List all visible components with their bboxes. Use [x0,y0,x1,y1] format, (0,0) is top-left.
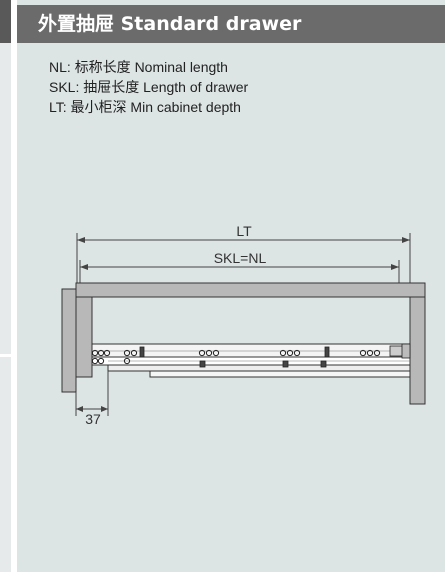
skl-label: SKL=NL [214,250,267,266]
legend-abbr: LT [49,99,63,115]
left-edge-bar [0,0,11,572]
lt-label: LT [236,223,252,239]
legend-sep: : [62,99,67,115]
legend-text: 抽屉长度 Length of drawer [83,79,249,95]
offset-dimension: 37 [75,371,109,427]
mounting-holes [91,349,381,365]
cabinet-top-panel [75,282,426,298]
legend-item-lt: LT: 最小柜深 Min cabinet depth [49,97,248,117]
legend-sep: : [66,59,71,75]
skl-dimension: SKL=NL [79,250,400,296]
left-edge-bar-mark [0,354,11,357]
page-title: 外置抽屉 Standard drawer [17,5,445,43]
legend-item-nl: NL: 标称长度 Nominal length [49,57,248,77]
offset-label: 37 [85,411,101,427]
legend-text: 最小柜深 Min cabinet depth [70,99,241,115]
drawer-slide [91,343,411,378]
legend-abbr: SKL [49,79,76,95]
cabinet-back-panel [409,296,426,405]
cabinet-front-post [61,288,77,393]
left-edge-bar-top [0,0,11,43]
legend-text: 标称长度 Nominal length [74,59,228,75]
slide-clips [139,343,411,368]
legend-sep: : [75,79,80,95]
legend-abbr: NL [49,59,67,75]
legend-item-skl: SKL: 抽屉长度 Length of drawer [49,77,248,97]
drawer-front [75,296,93,378]
legend: NL: 标称长度 Nominal length SKL: 抽屉长度 Length… [49,57,248,117]
